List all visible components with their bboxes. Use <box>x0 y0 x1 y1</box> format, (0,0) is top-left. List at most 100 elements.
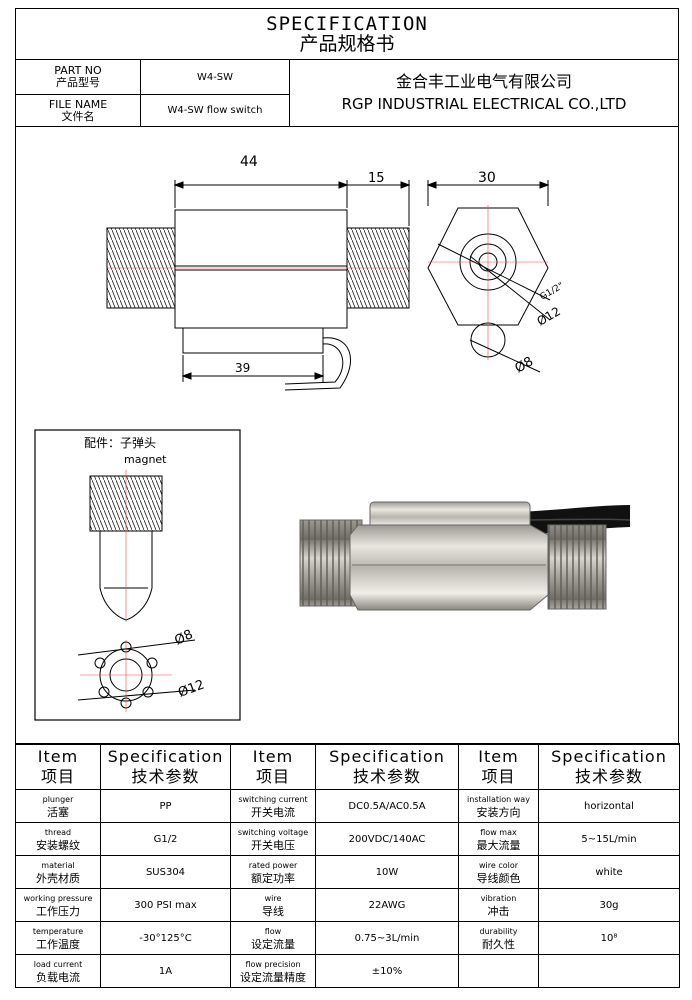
item-label-zh: 开关电流 <box>251 806 295 819</box>
item-label-en: wire color <box>478 861 519 870</box>
spec-value-cell: -30°125°C <box>100 921 231 955</box>
item-label-cell: rated power 额定功率 <box>230 855 316 889</box>
spec-value: 10⁸ <box>600 932 618 944</box>
header-en: Item <box>478 746 519 766</box>
item-label-zh: 额定功率 <box>251 872 295 885</box>
spec-value-cell: G1/2 <box>100 822 231 856</box>
item-label-cell: vibration 冲击 <box>458 888 539 922</box>
header-zh: 技术参数 <box>131 766 200 786</box>
magnet-phi12: Ø12 <box>176 678 206 701</box>
dim-44: 44 <box>240 154 258 170</box>
spec-value: 22AWG <box>368 899 406 911</box>
header-zh: 项目 <box>481 766 516 786</box>
item-label-cell: material 外壳材质 <box>15 855 101 889</box>
spec-value-cell: ±10% <box>315 954 459 988</box>
title-zh: 产品规格书 <box>299 33 395 55</box>
product-photo <box>299 501 631 611</box>
spec-value: 200VDC/140AC <box>348 833 426 845</box>
item-label-zh: 导线 <box>262 905 284 918</box>
item-label-zh: 导线颜色 <box>476 872 521 885</box>
header-en: Specification <box>107 746 224 766</box>
item-label-en: flow precision <box>245 960 301 969</box>
spec-value: white <box>595 866 623 878</box>
end-view <box>426 180 551 373</box>
spec-value-cell: 200VDC/140AC <box>315 822 459 856</box>
item-label-en: flow <box>264 927 282 936</box>
item-label-zh: 负载电流 <box>36 971 80 984</box>
item-label-en: material <box>41 861 75 870</box>
header-zh: 项目 <box>40 766 75 786</box>
table-row: material 外壳材质 SUS304 rated power 额定功率 10W wire… <box>15 855 680 889</box>
magnet-label-zh: 配件：子弹头 <box>84 436 156 450</box>
spec-value: 1A <box>158 965 173 977</box>
spec-value-cell: 22AWG <box>315 888 459 922</box>
item-label-cell: switching current 开关电流 <box>230 789 316 823</box>
header-zh: 技术参数 <box>352 766 421 786</box>
header-en: Specification <box>329 746 445 766</box>
item-label-cell: load current 负载电流 <box>15 954 101 988</box>
header-zh: 技术参数 <box>574 766 643 786</box>
item-label-zh: 冲击 <box>487 905 510 918</box>
header-zh: 项目 <box>255 766 290 786</box>
item-label-zh: 安装方向 <box>476 806 521 819</box>
item-label-cell: flow max 最大流量 <box>458 822 539 856</box>
spec-value: DC0.5A/AC0.5A <box>348 800 426 812</box>
spec-value-cell: 10W <box>315 855 459 889</box>
item-label-zh: 耐久性 <box>482 938 515 951</box>
spec-value: 5~15L/min <box>581 833 637 845</box>
magnet-phi8: Ø8 <box>172 627 195 648</box>
spec-value-cell: white <box>538 855 680 889</box>
part-no-value-text: W4-SW <box>196 71 234 83</box>
item-label-zh: 最大流量 <box>476 839 521 852</box>
item-label-en: working pressure <box>23 894 93 903</box>
item-label-zh: 工作压力 <box>36 905 80 918</box>
spec-value: 0.75~3L/min <box>354 932 420 944</box>
side-view <box>106 180 411 391</box>
spec-value-cell: 10⁸ <box>538 921 680 955</box>
item-label-zh: 外壳材质 <box>36 872 80 885</box>
item-label-en: load current <box>33 960 83 969</box>
dim-15: 15 <box>368 171 385 186</box>
spec-value-cell: SUS304 <box>100 855 231 889</box>
item-label-en: rated power <box>248 861 298 870</box>
dim-30: 30 <box>478 170 496 186</box>
magnet-box <box>34 429 241 721</box>
spec-value: SUS304 <box>145 866 186 878</box>
item-label-en: flow max <box>480 828 517 837</box>
item-label-en: vibration <box>480 894 517 903</box>
item-label-en: switching current <box>238 795 308 804</box>
magnet-drawing <box>77 470 196 712</box>
file-name-value-text: W4-SW flow switch <box>167 105 263 116</box>
dim-phi12: Ø12 <box>535 304 563 328</box>
item-label-cell <box>458 954 539 988</box>
item-label-cell: working pressure 工作压力 <box>15 888 101 922</box>
title-en: SPECIFICATION <box>266 13 428 35</box>
spec-value: PP <box>159 800 172 812</box>
dim-39: 39 <box>235 361 250 375</box>
file-name-label-en: FILE NAME <box>48 97 108 111</box>
spec-value-cell: PP <box>100 789 231 823</box>
item-label-zh: 设定流量 <box>251 938 295 951</box>
spec-value: ±10% <box>371 965 403 977</box>
technical-drawing: 44 15 39 30 G1/2" Ø12 Ø8 配件：子弹头 magnet <box>34 154 631 721</box>
header-en: Specification <box>551 746 667 766</box>
company-en: RGP INDUSTRIAL ELECTRICAL CO.,LTD <box>341 95 627 113</box>
item-label-zh: 活塞 <box>47 806 69 819</box>
spec-value-cell: horizontal <box>538 789 680 823</box>
part-no-label-zh: 产品型号 <box>56 76 100 89</box>
spec-value: G1/2 <box>153 833 178 845</box>
